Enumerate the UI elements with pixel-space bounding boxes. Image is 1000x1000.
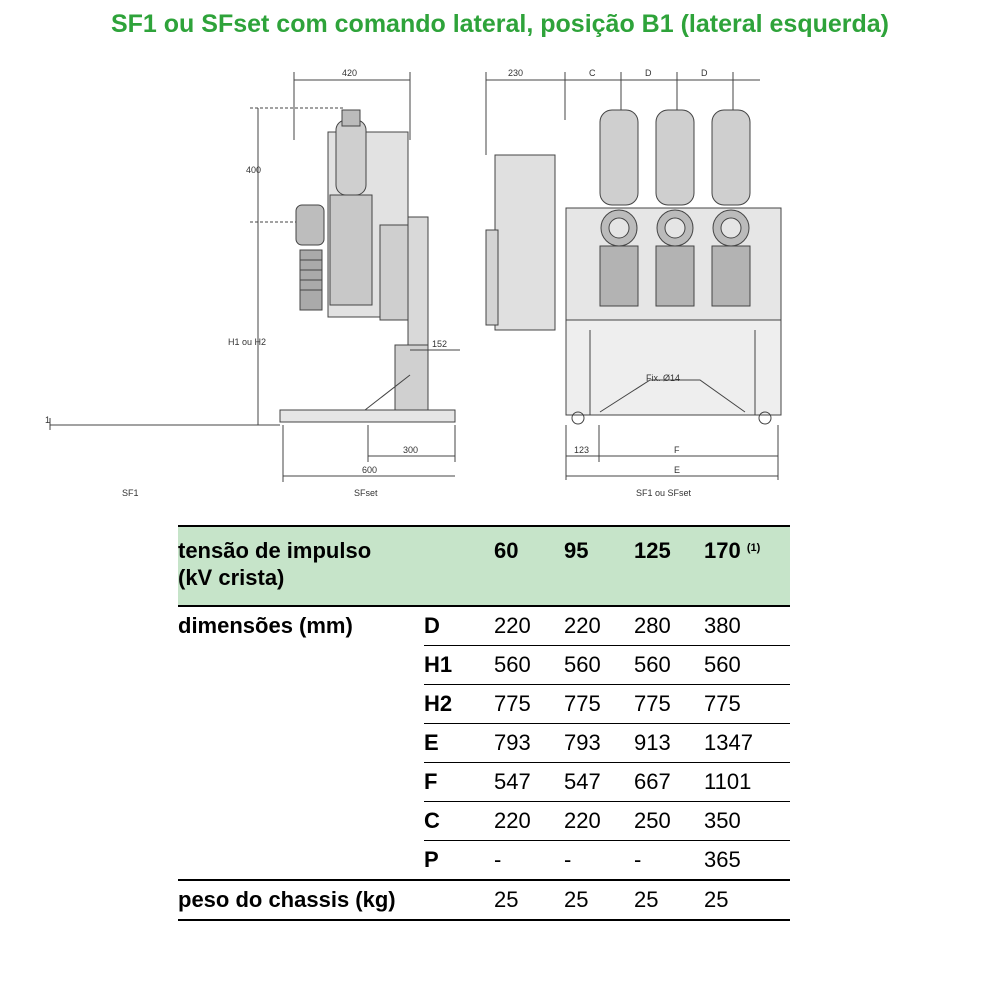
dim-d2-label: D [701,68,708,78]
cell: 775 [494,684,564,724]
dim-230-label: 230 [508,68,523,78]
cell: 1347 [704,723,790,763]
page-title: SF1 ou SFset com comando lateral, posiçã… [110,10,889,38]
dim-600-label: 600 [362,465,377,475]
cell: 1101 [704,762,790,802]
cell: 25 [494,880,564,921]
dim-c-label: C [589,68,596,78]
cell: 667 [634,762,704,802]
cell: 547 [564,762,634,802]
side-view [49,72,460,482]
weight-label: peso do chassis (kg) [178,880,494,921]
table-row: H2 775 775 775 775 [178,684,790,724]
cell: 365 [704,840,790,881]
dim-420-label: 420 [342,68,357,78]
cell: 25 [634,880,704,921]
row-letter: F [424,762,494,802]
table-row: dimensões (mm) D 220 220 280 380 [178,606,790,646]
sf1-sfset-caption: SF1 ou SFset [636,488,692,498]
sfset-caption: SFset [354,488,378,498]
cell: - [494,840,564,881]
cell: 280 [634,606,704,646]
header-col-95: 95 [564,526,634,606]
dim-152-label: 152 [432,339,447,349]
cell: 560 [704,645,790,685]
cell: 220 [494,801,564,841]
dim-h1h2-label: H1 ou H2 [228,337,266,347]
header-label: tensão de impulso (kV crista) [178,526,494,606]
row-letter: H2 [424,684,494,724]
dim-e-label: E [674,465,680,475]
specifications-table: tensão de impulso (kV crista) 60 95 125 … [178,525,790,921]
weight-row: peso do chassis (kg) 25 25 25 25 [178,880,790,921]
cell: 775 [564,684,634,724]
cell: 560 [564,645,634,685]
dim-123-label: 123 [574,445,589,455]
cell: 220 [564,801,634,841]
header-line1: tensão de impulso [178,538,372,563]
row-letter: H1 [424,645,494,685]
header-col-60: 60 [494,526,564,606]
cell: - [564,840,634,881]
header-col-125: 125 [634,526,704,606]
header-col-170: 170 (1) [704,526,790,606]
row-letter: D [424,606,494,646]
dim-d1-label: D [645,68,652,78]
cell: 25 [704,880,790,921]
table-row: F 547 547 667 1101 [178,762,790,802]
table-row: E 793 793 913 1347 [178,723,790,763]
cell: 220 [564,606,634,646]
cell: 220 [494,606,564,646]
row-letter: P [424,840,494,881]
cell: 547 [494,762,564,802]
cell: 775 [634,684,704,724]
cell: 350 [704,801,790,841]
table-header-row: tensão de impulso (kV crista) 60 95 125 … [178,526,790,606]
table-row: P - - - 365 [178,840,790,881]
row-letter: C [424,801,494,841]
cell: 793 [494,723,564,763]
cell: 913 [634,723,704,763]
cell: 560 [494,645,564,685]
sf1-caption: SF1 [122,488,139,498]
dim-300-label: 300 [403,445,418,455]
fix-label: Fix. Ø14 [646,373,680,383]
mark-1-label: 1 [45,415,50,425]
cell: 380 [704,606,790,646]
dim-400-label: 400 [246,165,261,175]
cell: - [634,840,704,881]
cell: 250 [634,801,704,841]
cell: 793 [564,723,634,763]
footnote-ref: (1) [746,542,761,554]
dims-label: dimensões (mm) [178,613,353,639]
header-line2: (kV crista) [178,565,285,590]
table-row: C 220 220 250 350 [178,801,790,841]
cell: 560 [634,645,704,685]
row-letter: E [424,723,494,763]
table-row: H1 560 560 560 560 [178,645,790,685]
dim-f-label: F [674,445,680,455]
technical-drawing: 420 400 H1 ou H2 152 300 600 1 SF1 SFset… [45,68,782,498]
cell: 775 [704,684,790,724]
cell: 25 [564,880,634,921]
front-view [485,72,782,480]
